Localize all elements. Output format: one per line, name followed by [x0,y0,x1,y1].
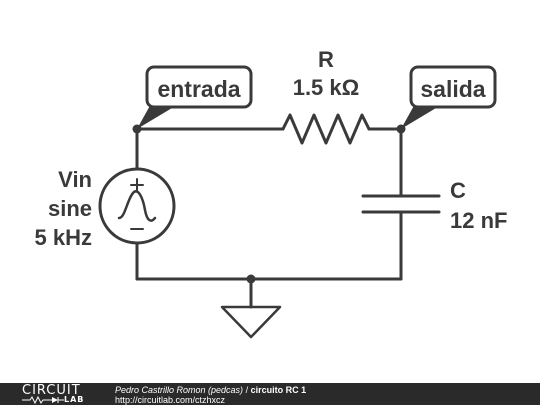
voltage-source-symbol [98,167,176,245]
ground-symbol [220,305,282,339]
resistor-symbol [281,113,371,145]
credit-separator: / [243,385,251,395]
entrada-label: entrada [157,76,240,102]
sine-wave-icon [117,190,157,222]
circuitlab-logo-top: CIRCUIT [22,383,81,398]
circuit-title[interactable]: circuito RC 1 [250,385,307,395]
source-frequency: 5 kHz [35,225,92,250]
salida-label-box [409,65,497,109]
resistor-value: 1.5 kΩ [293,75,360,100]
salida-label: salida [420,76,485,102]
entrada-label-box [145,65,253,109]
circuit-schematic: entrada salida R 1.5 kΩ C 12 nF Vin sine… [35,47,507,339]
credit-line: Pedro Castrillo Romon (pedcas) / circuit… [115,385,306,395]
logo-wave-icon [22,396,64,404]
footer-bar: CIRCUIT LAB Pedro Castrillo Romon (pedca… [0,383,540,405]
circuitlab-logo-bottom: LAB [64,395,85,404]
entrada-pointer [137,102,182,129]
capacitor-name: C [450,178,466,203]
circuit-url-link[interactable]: http://circuitlab.com/ctzhxcz [115,395,226,405]
source-type: sine [48,196,92,221]
source-name: Vin [58,167,92,192]
resistor-name: R [318,47,334,72]
author-name[interactable]: Pedro Castrillo Romon (pedcas) [115,385,244,395]
junction-ground [246,274,256,284]
capacitor-value: 12 nF [450,208,507,233]
salida-pointer [401,102,446,129]
